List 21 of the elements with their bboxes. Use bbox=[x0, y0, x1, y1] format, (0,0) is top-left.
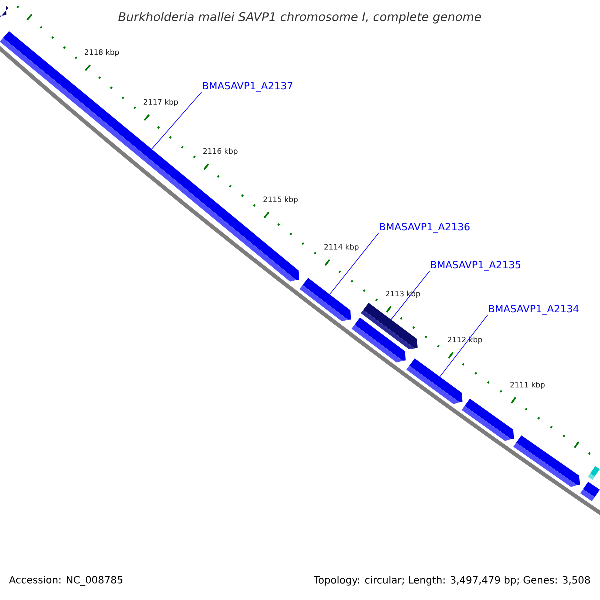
gene-bar bbox=[0, 6, 9, 18]
leader-line bbox=[330, 232, 380, 296]
gene-bar bbox=[300, 278, 352, 322]
accession-text: Accession: NC_008785 bbox=[9, 576, 123, 586]
gene-bar bbox=[580, 482, 600, 502]
gene-bar bbox=[514, 436, 580, 488]
gene-label: BMASAVP1_A2134 bbox=[489, 305, 579, 315]
leader-line bbox=[390, 270, 430, 320]
gene-label: BMASAVP1_A2135 bbox=[431, 261, 521, 271]
leader-line bbox=[440, 314, 488, 378]
gene-bar bbox=[0, 31, 300, 282]
gene-bar bbox=[588, 466, 600, 480]
gene-bar bbox=[406, 358, 463, 404]
title: Burkholderia mallei SAVP1 chromosome I, complete genome bbox=[118, 12, 482, 24]
gene-label: BMASAVP1_A2137 bbox=[203, 82, 293, 92]
gene-bar bbox=[352, 318, 406, 363]
gene-bar bbox=[462, 398, 514, 442]
genome-info-text: Topology: circular; Length: 3,497,479 bp; Genes: 3,508 bbox=[314, 576, 590, 586]
gene-bar bbox=[361, 303, 418, 350]
gene-label: BMASAVP1_A2136 bbox=[380, 223, 470, 233]
leader-line bbox=[150, 92, 202, 152]
